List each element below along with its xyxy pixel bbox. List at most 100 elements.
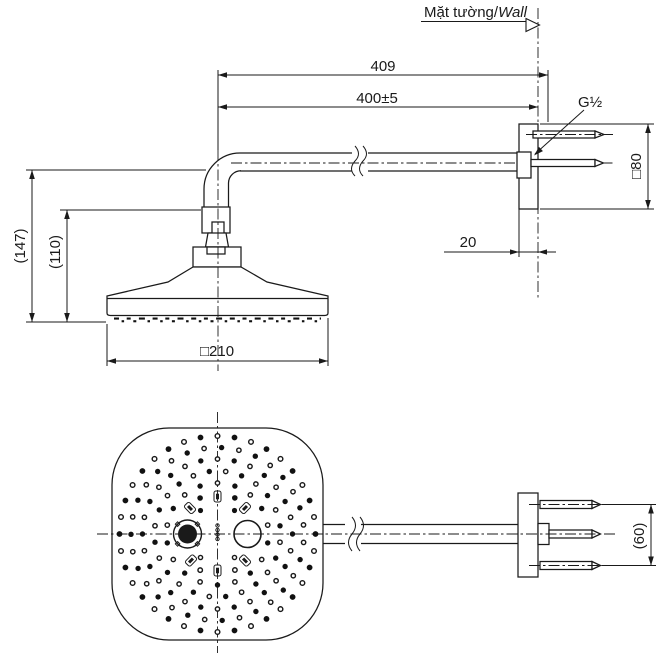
nozzle-dot-ring xyxy=(258,556,265,563)
dim-line xyxy=(540,123,654,210)
spray-texture-dash xyxy=(237,320,240,323)
spray-texture-dash xyxy=(287,320,291,323)
nozzle-dot xyxy=(139,594,146,600)
nozzle-dot xyxy=(232,483,238,489)
nozzle-dot-ring xyxy=(264,522,271,528)
nozzle-dot xyxy=(139,468,146,474)
nozzle-dot xyxy=(139,531,146,537)
nozzle-dot xyxy=(165,616,172,622)
arrow-icon xyxy=(218,72,227,78)
nozzle-dot xyxy=(219,617,225,624)
nozzle-dot xyxy=(277,523,283,529)
nozzle-dot xyxy=(289,468,296,474)
nozzle-dot xyxy=(282,563,288,570)
nozzle-dot xyxy=(214,582,221,588)
spray-texture-dash xyxy=(198,320,202,323)
spray-texture-dash xyxy=(301,320,305,323)
nozzle-dot-ring xyxy=(222,468,229,475)
dim-400: 400±5 xyxy=(218,90,538,110)
nozzle-dot-ring xyxy=(214,432,221,440)
nozzle-dot xyxy=(264,492,271,499)
nozzle-dot-ring xyxy=(156,484,162,491)
nozzle-dot-ring xyxy=(164,522,171,528)
dim-line xyxy=(26,169,206,323)
pivot-dot xyxy=(215,536,220,542)
nozzle-dot xyxy=(261,589,267,596)
nozzle-dot-ring xyxy=(247,438,255,445)
arrow-icon xyxy=(218,104,227,110)
nozzle-dot-ring xyxy=(300,539,307,546)
spray-texture-dash xyxy=(242,317,247,320)
nozzle-dot xyxy=(312,531,319,537)
nozzle-dot xyxy=(197,434,204,441)
spray-texture-dash xyxy=(114,317,119,320)
arrow-icon xyxy=(510,249,519,255)
spray-texture-dash xyxy=(210,320,214,323)
nozzle-dot-ring xyxy=(143,481,150,488)
dim-20-label: 20 xyxy=(460,234,477,251)
nozzle-dot xyxy=(253,581,259,587)
nozzle-dot-ring xyxy=(197,567,204,574)
nozzle-dot xyxy=(231,507,238,514)
nozzle-dot-pattern xyxy=(116,432,319,636)
nozzle-dot-ring xyxy=(182,598,188,605)
nozzle-dot xyxy=(232,495,238,501)
spray-texture-dash xyxy=(147,320,150,323)
ball-joint-connector xyxy=(192,206,242,268)
arrow-icon xyxy=(107,358,116,364)
dim-line xyxy=(602,504,656,566)
nozzle-dot-ring xyxy=(273,577,279,584)
nozzle-dot-ring xyxy=(129,548,136,555)
screw-tip-icon xyxy=(594,158,606,168)
spray-texture-dash xyxy=(319,317,321,320)
spray-texture-dash xyxy=(133,320,137,323)
nozzle-dot-ring xyxy=(180,623,188,630)
nozzle-dot xyxy=(147,563,153,570)
spray-texture-dash xyxy=(307,317,312,320)
nozzle-dot xyxy=(155,594,161,600)
nozzle-dot-ring xyxy=(156,555,163,561)
nozzle-dot xyxy=(164,569,171,576)
nozzle-dot xyxy=(223,593,229,600)
nozzle-dot xyxy=(218,444,225,451)
nozzle-dot-ring xyxy=(180,438,188,445)
nozzle-dot-ring xyxy=(201,445,207,452)
arrow-icon xyxy=(645,124,651,133)
left-spray-core xyxy=(178,524,197,544)
nozzle-dot-ring xyxy=(236,447,242,454)
arm-outline xyxy=(323,523,518,545)
nozzle-dot-ring xyxy=(214,480,221,486)
arm-break-symbol xyxy=(351,145,367,177)
spray-texture-dash xyxy=(249,320,253,323)
dim-147-label: (147) xyxy=(12,228,29,263)
nozzle-dot xyxy=(182,570,188,576)
arrow-icon xyxy=(538,249,547,255)
nozzle-dot-ring xyxy=(310,547,318,555)
nozzle-dot xyxy=(128,531,134,537)
nozzle-dot-ring xyxy=(214,628,221,636)
spray-texture-dash xyxy=(268,317,274,320)
dim-110: (110) xyxy=(47,209,201,322)
head-side-profile xyxy=(106,266,329,323)
nozzle-dot xyxy=(231,604,237,610)
arrow-icon xyxy=(648,556,654,566)
nozzle-dot-ring xyxy=(129,514,136,520)
nozzle-dot xyxy=(297,556,303,563)
arrow-icon xyxy=(648,504,654,514)
spray-texture-dash xyxy=(293,317,300,320)
nozzle-dot xyxy=(253,608,259,615)
thread-callout: G½ xyxy=(534,94,603,156)
bottom-view: (60) xyxy=(97,412,656,653)
spray-texture-dash xyxy=(165,317,170,320)
nozzle-dot-ring xyxy=(267,462,274,469)
nozzle-dot-ring xyxy=(231,567,238,573)
nozzle-dot-ring xyxy=(117,513,125,521)
nozzle-dot-ring xyxy=(290,488,296,495)
spray-texture-dash xyxy=(152,317,158,320)
ring-tick-icon xyxy=(174,521,181,528)
dim-20: 20 xyxy=(444,209,556,257)
nozzle-dot-ring xyxy=(214,606,221,612)
nozzle-dot-ring xyxy=(156,577,162,584)
arm-outline xyxy=(240,152,519,172)
nozzle-dot xyxy=(156,507,162,513)
